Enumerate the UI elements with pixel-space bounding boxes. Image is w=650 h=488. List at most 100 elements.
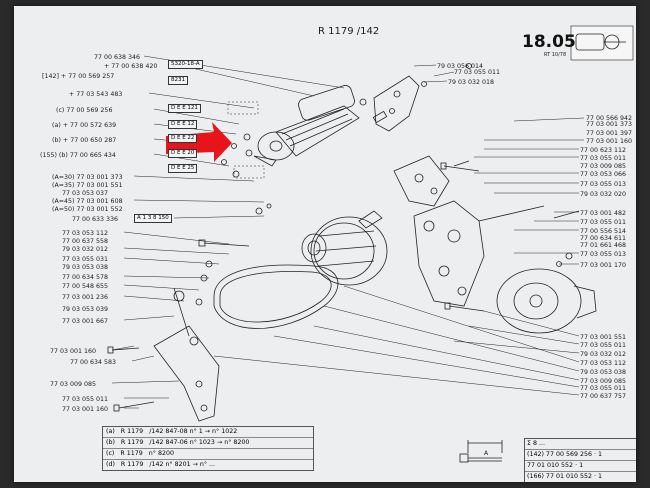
legend-key: (a) (106, 428, 115, 435)
left-part-ref: 77 00 634 578 (62, 274, 109, 281)
left-part-ref: 77 03 053 112 (62, 230, 109, 237)
drive-belt (213, 264, 339, 329)
legend-model: R 1179 (120, 461, 144, 468)
variant-row: Σ 8 ... (525, 439, 636, 450)
right-part-ref: 77 03 055 011 (580, 219, 627, 226)
right-part-ref: 77 00 634 611 (580, 235, 627, 242)
dimension-label: A (484, 450, 489, 457)
right-part-ref: 77 03 009 085 (580, 378, 627, 385)
right-part-ref: 77 03 001 160 (586, 138, 633, 145)
left-part-ref: (A=30) 77 03 001 373 (52, 174, 123, 181)
legend-row: (b) R 1179/142 847-06 n° 1023 → n° 8200 (103, 438, 313, 449)
left-part-ref: 77 03 001 160 (50, 348, 97, 355)
thumbnail-icon (570, 25, 634, 61)
alternator (301, 210, 388, 286)
left-part-ref: (A=35) 77 03 001 551 (52, 182, 123, 189)
legend-text: n° 8200 (148, 450, 174, 457)
legend-row: (c) R 1179 n° 8200 (103, 449, 313, 460)
left-part-ref: 79 03 053 038 (62, 264, 109, 271)
legend-row: (a) R 1179/142 847-08 n° 1 → n° 1022 (103, 427, 313, 438)
left-part-ref: 77 00 548 655 (62, 283, 109, 290)
right-part-ref: 77 03 055 011 (454, 69, 501, 76)
parts-sheet: R 1179 /142 18.05 RT 10/78 A 77 00 638 3… (14, 6, 636, 482)
variant-row: (166) 77 01 010 552 · 1 (527, 473, 603, 480)
mounting-plate (413, 200, 545, 307)
starter-bracket (359, 75, 420, 132)
right-part-ref: 79 03 032 020 (580, 191, 627, 198)
right-part-ref: 79 03 032 012 (580, 351, 627, 358)
right-part-ref: 77 00 637 757 (580, 393, 627, 400)
bolts (107, 63, 580, 412)
upper-bracket (393, 155, 470, 207)
right-part-ref: 77 00 556 514 (580, 228, 627, 235)
left-part-ref: 77 00 638 346 (94, 54, 141, 61)
legend-text: /142 n° 8201 → n° ... (149, 461, 216, 468)
legend-key: (c) (106, 450, 115, 457)
right-part-ref: 77 03 055 013 (580, 251, 627, 258)
left-part-ref: 77 03 009 085 (50, 381, 97, 388)
legend-text: /142 847-06 n° 1023 → n° 8200 (149, 439, 250, 446)
left-part-ref: 79 03 053 039 (62, 306, 109, 313)
variant-row: 77 01 010 552 · 1 (525, 461, 636, 472)
left-part-ref: 77 00 637 558 (62, 238, 109, 245)
left-part-ref: + 77 00 638 420 (104, 63, 158, 70)
left-part-ref: 77 03 055 011 (62, 396, 109, 403)
right-part-ref: 77 03 001 482 (580, 210, 627, 217)
right-part-ref: 77 03 001 551 (580, 334, 627, 341)
right-part-ref: 77 01 661 468 (580, 242, 627, 249)
right-part-ref: 77 03 055 011 (580, 385, 627, 392)
code-box: D E E 25 (168, 164, 198, 173)
right-part-ref: 77 03 009 085 (580, 163, 627, 170)
right-part-ref: 77 03 055 011 (580, 342, 627, 349)
right-part-ref: 77 03 053 066 (580, 171, 627, 178)
legend-model: R 1179 (120, 450, 143, 457)
left-part-ref: (b) + 77 00 650 287 (52, 137, 117, 144)
left-part-ref: (a) + 77 00 572 639 (52, 122, 117, 129)
left-part-ref: 77 00 633 336 (72, 216, 119, 223)
left-part-ref: 77 03 001 667 (62, 318, 109, 325)
dashed-frames (227, 101, 265, 179)
code-box: D E E 12 (168, 120, 198, 129)
code-box: D E E 121 (168, 104, 201, 113)
tension-arm (153, 287, 220, 422)
legend-text: /142 847-08 n° 1 → n° 1022 (149, 428, 238, 435)
applicability-legend: (a) R 1179/142 847-08 n° 1 → n° 1022 (b) R … (102, 426, 314, 471)
left-part-ref: (155) (b) 77 00 665 434 (40, 152, 116, 159)
right-leaders (213, 64, 585, 396)
variant-row: (142) 77 00 569 256 · 1 (525, 450, 636, 461)
legend-model: R 1179 (120, 439, 144, 446)
starter-motor (253, 85, 360, 167)
code-box: A 1 3 8 150 (134, 214, 172, 223)
left-part-ref: (A=45) 77 03 001 608 (52, 198, 123, 205)
left-part-ref: 77 03 001 236 (62, 294, 109, 301)
right-part-ref: 77 03 001 373 (586, 121, 633, 128)
right-part-ref: 79 03 056 014 (437, 63, 484, 70)
right-part-ref: 79 03 053 038 (580, 369, 627, 376)
right-part-ref: 77 03 055 011 (580, 155, 627, 162)
model-ref-header: R 1179 /142 (318, 26, 380, 37)
right-part-ref: 77 00 566 942 (586, 115, 633, 122)
left-part-ref: 77 03 055 031 (62, 256, 109, 263)
left-part-ref: (A=50) 77 03 001 552 (52, 206, 123, 213)
page-number: 18.05 (522, 32, 576, 52)
code-box: 8231 (168, 76, 188, 85)
right-part-ref: 79 03 032 018 (448, 79, 495, 86)
left-part-ref: + 77 03 543 483 (69, 91, 123, 98)
left-part-ref: (c) 77 00 569 256 (56, 107, 113, 114)
legend-model: R 1179 (120, 428, 144, 435)
left-part-ref: 77 00 634 583 (70, 359, 117, 366)
left-part-ref: [142] + 77 00 569 257 (42, 73, 115, 80)
legend-row: (d) R 1179/142 n° 8201 → n° ... (103, 460, 313, 470)
page-subtitle: RT 10/78 (544, 52, 567, 58)
right-part-ref: 77 03 053 112 (580, 360, 627, 367)
dimension-bolt (459, 440, 503, 463)
left-part-ref: 77 03 001 160 (62, 406, 109, 413)
code-box: 5320-18-A (168, 60, 203, 69)
left-part-ref: 79 03 032 012 (62, 246, 109, 253)
legend-key: (b) (106, 439, 115, 446)
right-part-ref: 77 03 001 170 (580, 262, 627, 269)
legend-key: (d) (106, 461, 115, 468)
right-part-ref: 77 00 623 112 (580, 147, 627, 154)
code-box: D E E 20 (168, 149, 198, 158)
